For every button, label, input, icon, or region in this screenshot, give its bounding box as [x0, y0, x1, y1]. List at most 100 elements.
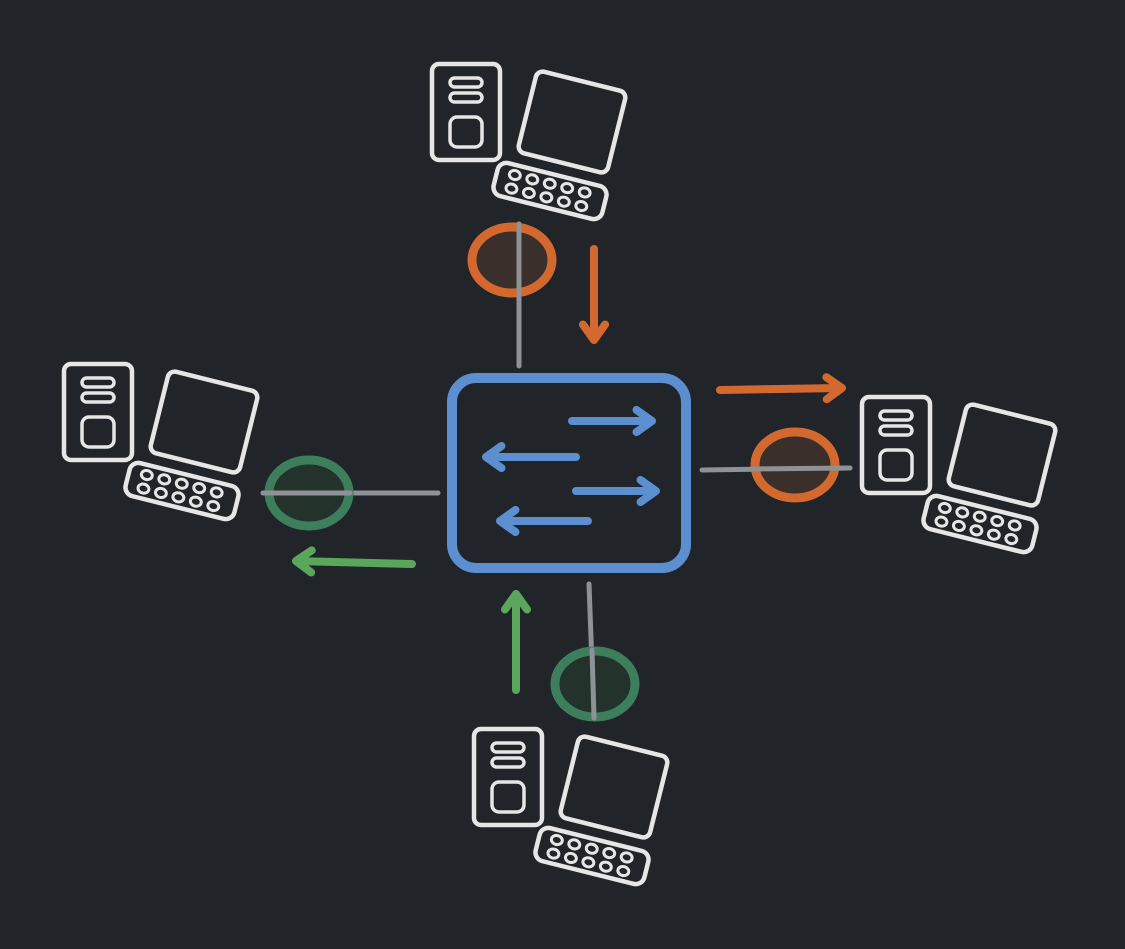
key [171, 491, 186, 504]
key [542, 177, 557, 190]
tower-icon [61, 361, 135, 463]
key [563, 851, 578, 865]
key [969, 524, 984, 537]
keyboard-icon [533, 825, 651, 887]
key [525, 173, 540, 186]
drive-bay [448, 76, 484, 89]
key [577, 186, 592, 199]
cable-bottom-overlay [589, 647, 597, 721]
key [192, 482, 207, 495]
switch-body [447, 373, 691, 573]
monitor-screen [148, 369, 260, 475]
arrow-bottom-to-switch [500, 590, 532, 694]
arrow-line [482, 441, 580, 473]
monitor-icon [148, 369, 260, 475]
keyboard-body [921, 493, 1039, 555]
key [504, 182, 519, 195]
computer-left [61, 361, 260, 522]
key [546, 847, 561, 860]
key [521, 186, 536, 200]
monitor-screen [516, 69, 628, 175]
keyboard-body [491, 160, 609, 222]
key [507, 168, 522, 182]
key [616, 864, 631, 878]
arrow-line [716, 373, 846, 404]
switch-arrow-left-icon [496, 505, 592, 537]
tower-case [429, 61, 503, 163]
key [972, 510, 987, 523]
drive-bay [878, 409, 914, 422]
drive-bay [490, 741, 526, 754]
tower-icon [429, 61, 503, 163]
arrow-line [578, 245, 610, 344]
computer-bottom [471, 726, 670, 887]
tower-panel [490, 780, 526, 814]
drive-bay [448, 91, 484, 104]
drive-bay [80, 376, 116, 389]
drive-bay [878, 424, 914, 437]
key [574, 199, 589, 213]
tower-case [859, 394, 933, 496]
tower-icon [471, 726, 545, 828]
key [581, 856, 596, 869]
key [139, 468, 154, 482]
monitor-icon [946, 402, 1058, 508]
switch-arrow-right-icon [572, 475, 660, 507]
keyboard-icon [491, 160, 609, 222]
key [990, 515, 1005, 528]
key [136, 482, 151, 495]
key [153, 486, 168, 500]
key [619, 851, 634, 864]
drive-bay [80, 391, 116, 404]
monitor-icon [516, 69, 628, 175]
keyboard-icon [123, 460, 241, 522]
arrow-line [568, 405, 656, 437]
tower-icon [859, 394, 933, 496]
tower-case [471, 726, 545, 828]
tower-case [61, 361, 135, 463]
key [567, 838, 582, 851]
key [157, 473, 172, 486]
computer-right [859, 394, 1058, 555]
drive-bay [490, 756, 526, 769]
key [1007, 519, 1022, 532]
network-switch-icon [447, 373, 691, 573]
tower-panel [80, 415, 116, 449]
arrow-line [500, 590, 532, 694]
keyboard-icon [921, 493, 1039, 555]
tower-panel [448, 115, 484, 149]
key [584, 842, 599, 855]
key [560, 182, 575, 195]
key [955, 506, 970, 519]
computer-top [429, 61, 628, 222]
key [986, 528, 1001, 541]
key [556, 195, 571, 208]
key [549, 833, 564, 847]
tower-panel [878, 448, 914, 482]
monitor-screen [558, 734, 670, 840]
cable-right-overlay [749, 465, 853, 472]
key [951, 519, 966, 533]
key [598, 860, 613, 873]
key [209, 486, 224, 499]
switch-arrow-left-icon [482, 441, 580, 473]
key [206, 499, 221, 513]
packet-right-outgoing [750, 427, 840, 503]
key [934, 515, 949, 528]
monitor-icon [558, 734, 670, 840]
arrow-line [572, 475, 660, 507]
switch-arrow-right-icon [568, 405, 656, 437]
keyboard-body [123, 460, 241, 522]
key [188, 495, 203, 508]
arrow-line [292, 546, 416, 577]
arrow-line [496, 505, 592, 537]
key [937, 501, 952, 515]
keyboard-body [533, 825, 651, 887]
arrow-top-to-switch [578, 245, 610, 344]
key [174, 477, 189, 490]
key [1004, 532, 1019, 546]
arrow-switch-to-right [716, 373, 846, 404]
monitor-screen [946, 402, 1058, 508]
